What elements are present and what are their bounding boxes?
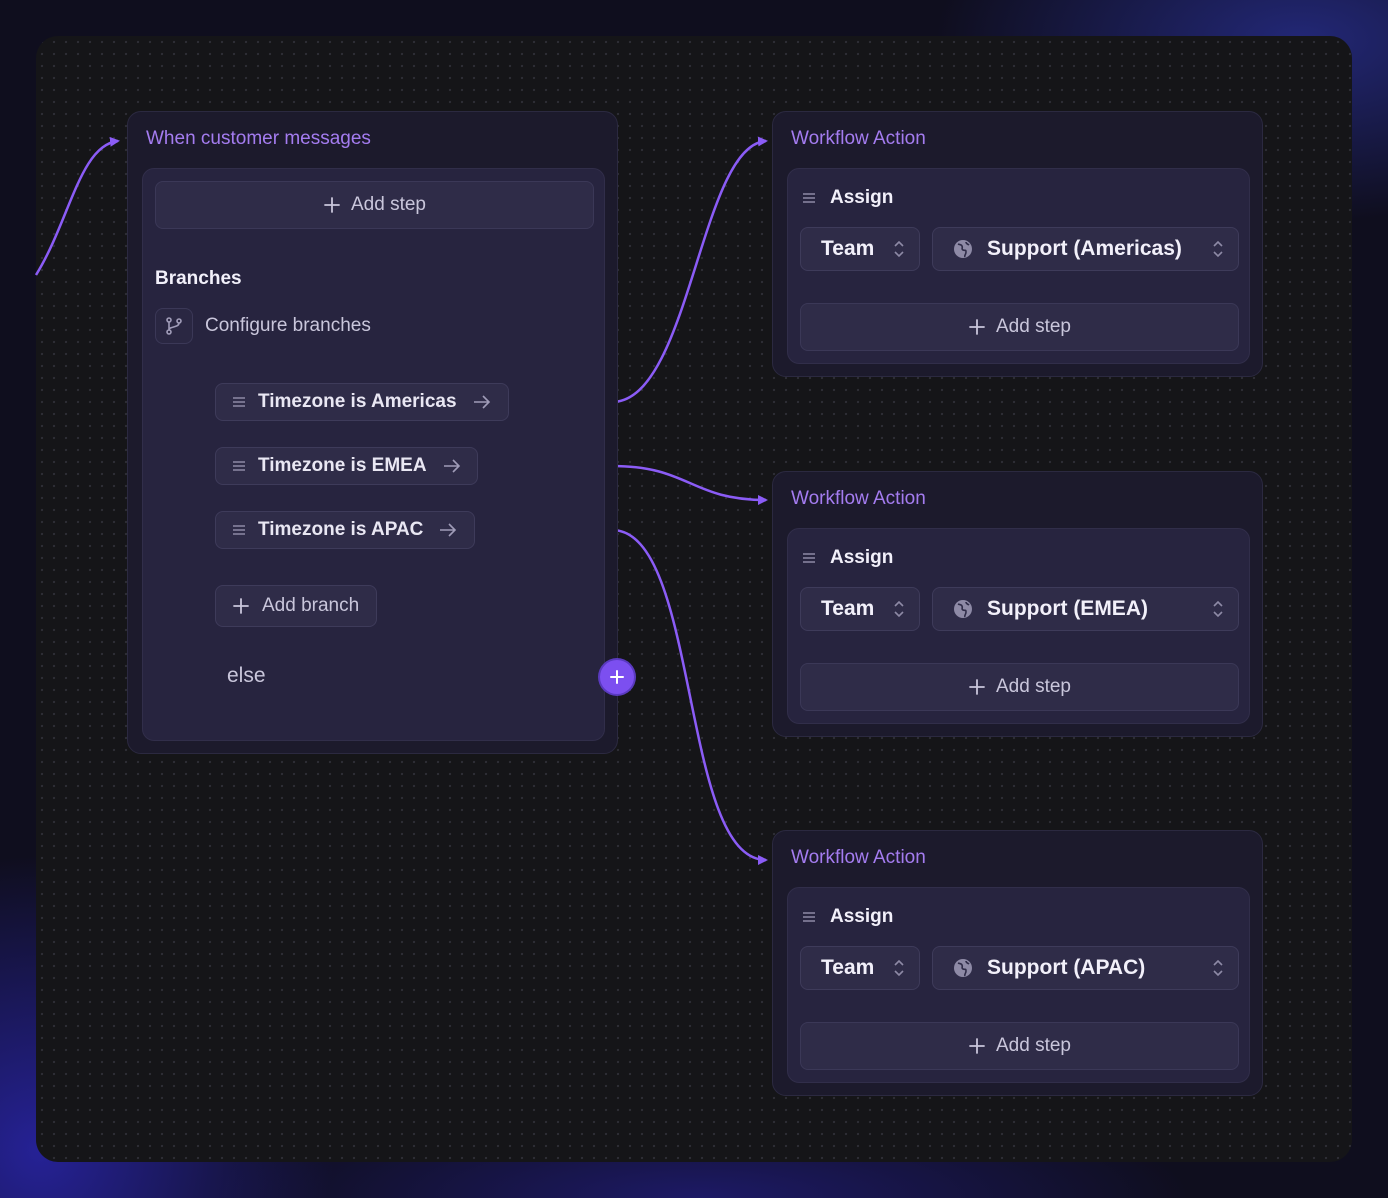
add-step-button[interactable]: Add step xyxy=(155,181,594,229)
select-value: Team xyxy=(821,597,875,620)
assign-row: Assign xyxy=(802,906,893,928)
assign-row: Assign xyxy=(802,547,893,569)
arrow-right-icon xyxy=(440,523,457,537)
arrow-right-icon xyxy=(443,459,460,473)
assignee-type-select[interactable]: Team xyxy=(800,946,920,990)
trigger-node: When customer messages Add step Branches… xyxy=(127,111,618,754)
action-node-apac: Workflow Action Assign Team Support (APA… xyxy=(772,830,1263,1096)
plus-icon xyxy=(969,1038,985,1054)
add-step-button[interactable]: Add step xyxy=(800,663,1239,711)
action-title: Workflow Action xyxy=(791,128,926,149)
assign-label: Assign xyxy=(830,547,894,568)
action-title: Workflow Action xyxy=(791,488,926,509)
branch-apac[interactable]: Timezone is APAC xyxy=(215,511,475,549)
select-value: Support (Americas) xyxy=(987,237,1182,260)
globe-icon xyxy=(954,600,972,618)
assign-row: Assign xyxy=(802,187,893,209)
add-else-action-button[interactable] xyxy=(600,660,634,694)
assign-label: Assign xyxy=(830,187,894,208)
add-branch-label: Add branch xyxy=(262,595,360,616)
add-step-button[interactable]: Add step xyxy=(800,1022,1239,1070)
action-node-americas: Workflow Action Assign Team Support (Ame… xyxy=(772,111,1263,377)
branch-emea[interactable]: Timezone is EMEA xyxy=(215,447,478,485)
drag-handle-icon xyxy=(803,553,815,563)
trigger-title: When customer messages xyxy=(146,128,371,149)
git-branch-icon xyxy=(155,308,193,344)
globe-icon xyxy=(954,959,972,977)
configure-branches-button[interactable]: Configure branches xyxy=(155,308,371,344)
assignee-target-select[interactable]: Support (APAC) xyxy=(932,946,1239,990)
branch-americas[interactable]: Timezone is Americas xyxy=(215,383,509,421)
assignee-type-select[interactable]: Team xyxy=(800,587,920,631)
plus-icon xyxy=(610,670,624,684)
branch-label: Timezone is APAC xyxy=(258,519,424,540)
drag-handle-icon xyxy=(233,397,245,407)
branch-label: Timezone is EMEA xyxy=(258,455,427,476)
add-step-label: Add step xyxy=(996,316,1071,337)
plus-icon xyxy=(969,679,985,695)
assign-label: Assign xyxy=(830,906,894,927)
action-body: Assign Team Support (EMEA) Add step xyxy=(787,528,1250,724)
action-body: Assign Team Support (APAC) Add step xyxy=(787,887,1250,1083)
chevron-up-down-icon xyxy=(1213,600,1223,618)
plus-icon xyxy=(969,319,985,335)
drag-handle-icon xyxy=(803,912,815,922)
add-step-label: Add step xyxy=(996,1035,1071,1056)
branches-heading: Branches xyxy=(155,268,242,289)
chevron-up-down-icon xyxy=(894,240,904,258)
add-step-button[interactable]: Add step xyxy=(800,303,1239,351)
branch-label: Timezone is Americas xyxy=(258,391,457,412)
chevron-up-down-icon xyxy=(894,600,904,618)
select-value: Support (APAC) xyxy=(987,956,1146,979)
add-step-label: Add step xyxy=(996,676,1071,697)
plus-icon xyxy=(233,598,249,614)
assignee-target-select[interactable]: Support (Americas) xyxy=(932,227,1239,271)
assignee-type-select[interactable]: Team xyxy=(800,227,920,271)
plus-icon xyxy=(324,197,340,213)
configure-branches-label: Configure branches xyxy=(205,315,371,336)
chevron-up-down-icon xyxy=(894,959,904,977)
globe-icon xyxy=(954,240,972,258)
drag-handle-icon xyxy=(233,525,245,535)
drag-handle-icon xyxy=(803,193,815,203)
chevron-up-down-icon xyxy=(1213,959,1223,977)
action-body: Assign Team Support (Americas) Add step xyxy=(787,168,1250,364)
add-branch-button[interactable]: Add branch xyxy=(215,585,377,627)
select-value: Support (EMEA) xyxy=(987,597,1148,620)
chevron-up-down-icon xyxy=(1213,240,1223,258)
select-value: Team xyxy=(821,237,875,260)
action-title: Workflow Action xyxy=(791,847,926,868)
select-value: Team xyxy=(821,956,875,979)
action-node-emea: Workflow Action Assign Team Support (EME… xyxy=(772,471,1263,737)
else-label: else xyxy=(227,664,266,687)
add-step-label: Add step xyxy=(351,194,426,215)
drag-handle-icon xyxy=(233,461,245,471)
arrow-right-icon xyxy=(473,395,490,409)
assignee-target-select[interactable]: Support (EMEA) xyxy=(932,587,1239,631)
